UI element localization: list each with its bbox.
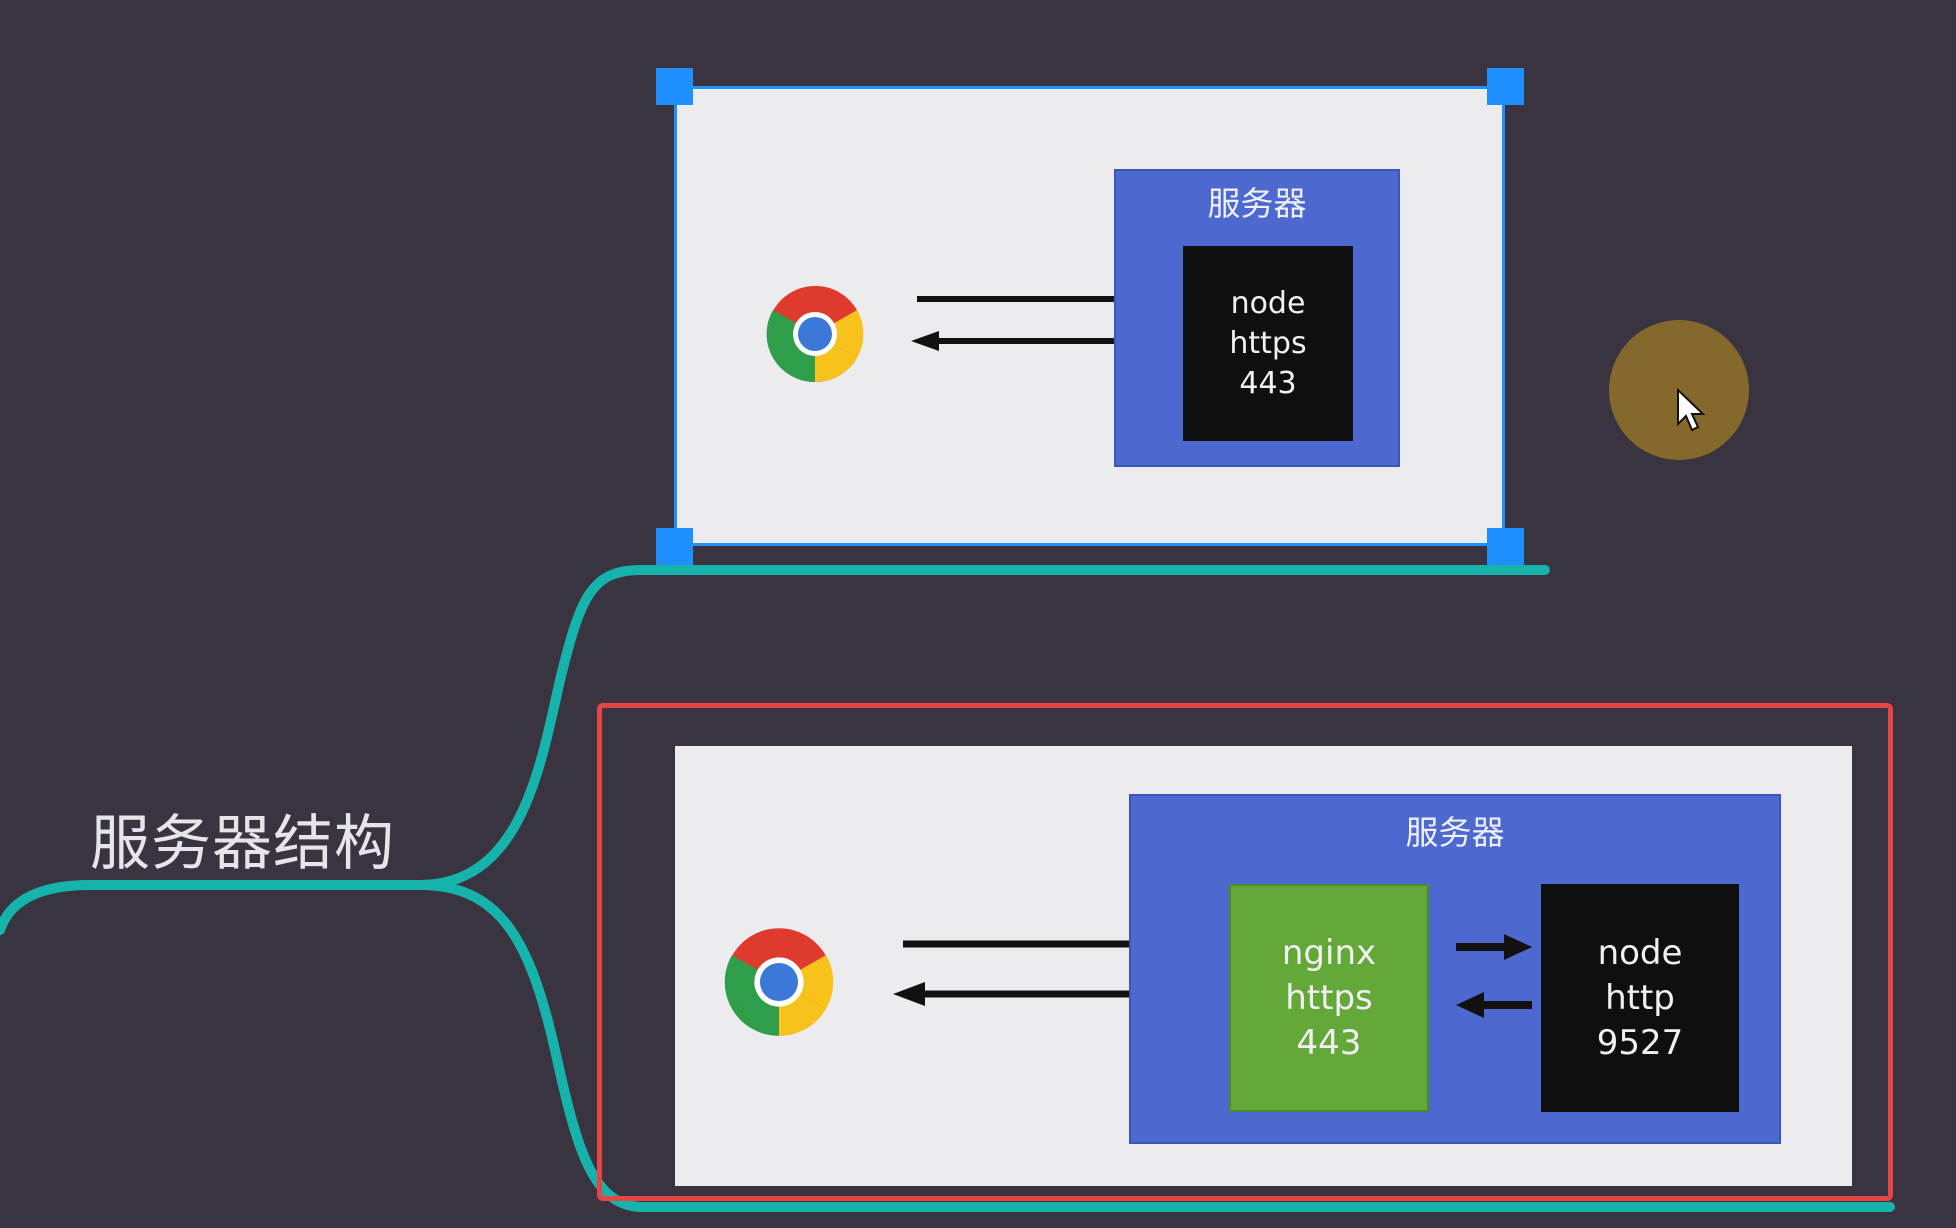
chrome-icon [724,928,834,1036]
connector-to-top-card [0,565,1550,935]
resize-handle-bottom-right[interactable] [1487,528,1524,565]
server-box: 服务器 node https 443 [1114,169,1400,467]
nginx-https-box: nginx https 443 [1229,884,1429,1112]
node-https-box: node https 443 [1183,246,1353,441]
backend-port: 9527 [1596,1022,1684,1063]
backward-arrow [1456,992,1532,1018]
backend-name: node [1597,932,1683,973]
node-http-box: node http 9527 [1541,884,1739,1112]
selection-frame [597,703,1893,1201]
proxy-port: 443 [1296,1022,1362,1063]
process-protocol: https [1229,325,1307,361]
topic-label[interactable]: 服务器结构 [90,809,395,879]
chrome-icon [766,285,864,383]
proxy-protocol: https [1285,977,1373,1018]
resize-handle-top-left[interactable] [656,68,693,105]
process-port: 443 [1239,365,1297,401]
server-title: 服务器 [1207,184,1307,223]
diagram-card-top[interactable]: 服务器 node https 443 [674,86,1505,546]
server-title: 服务器 [1405,813,1505,852]
mouse-pointer-icon [1677,388,1706,432]
diagram-card-bottom[interactable]: 服务器 nginx https 443 node http 9527 [675,746,1852,1186]
resize-handle-bottom-left[interactable] [656,528,693,565]
forward-arrow [1456,934,1532,960]
backend-protocol: http [1605,977,1675,1018]
proxy-name: nginx [1281,932,1377,973]
resize-handle-top-right[interactable] [1487,68,1524,105]
server-box: 服务器 nginx https 443 node http 9527 [1129,794,1781,1144]
process-name: node [1230,285,1306,321]
connector-to-bottom-card [415,880,1895,1212]
